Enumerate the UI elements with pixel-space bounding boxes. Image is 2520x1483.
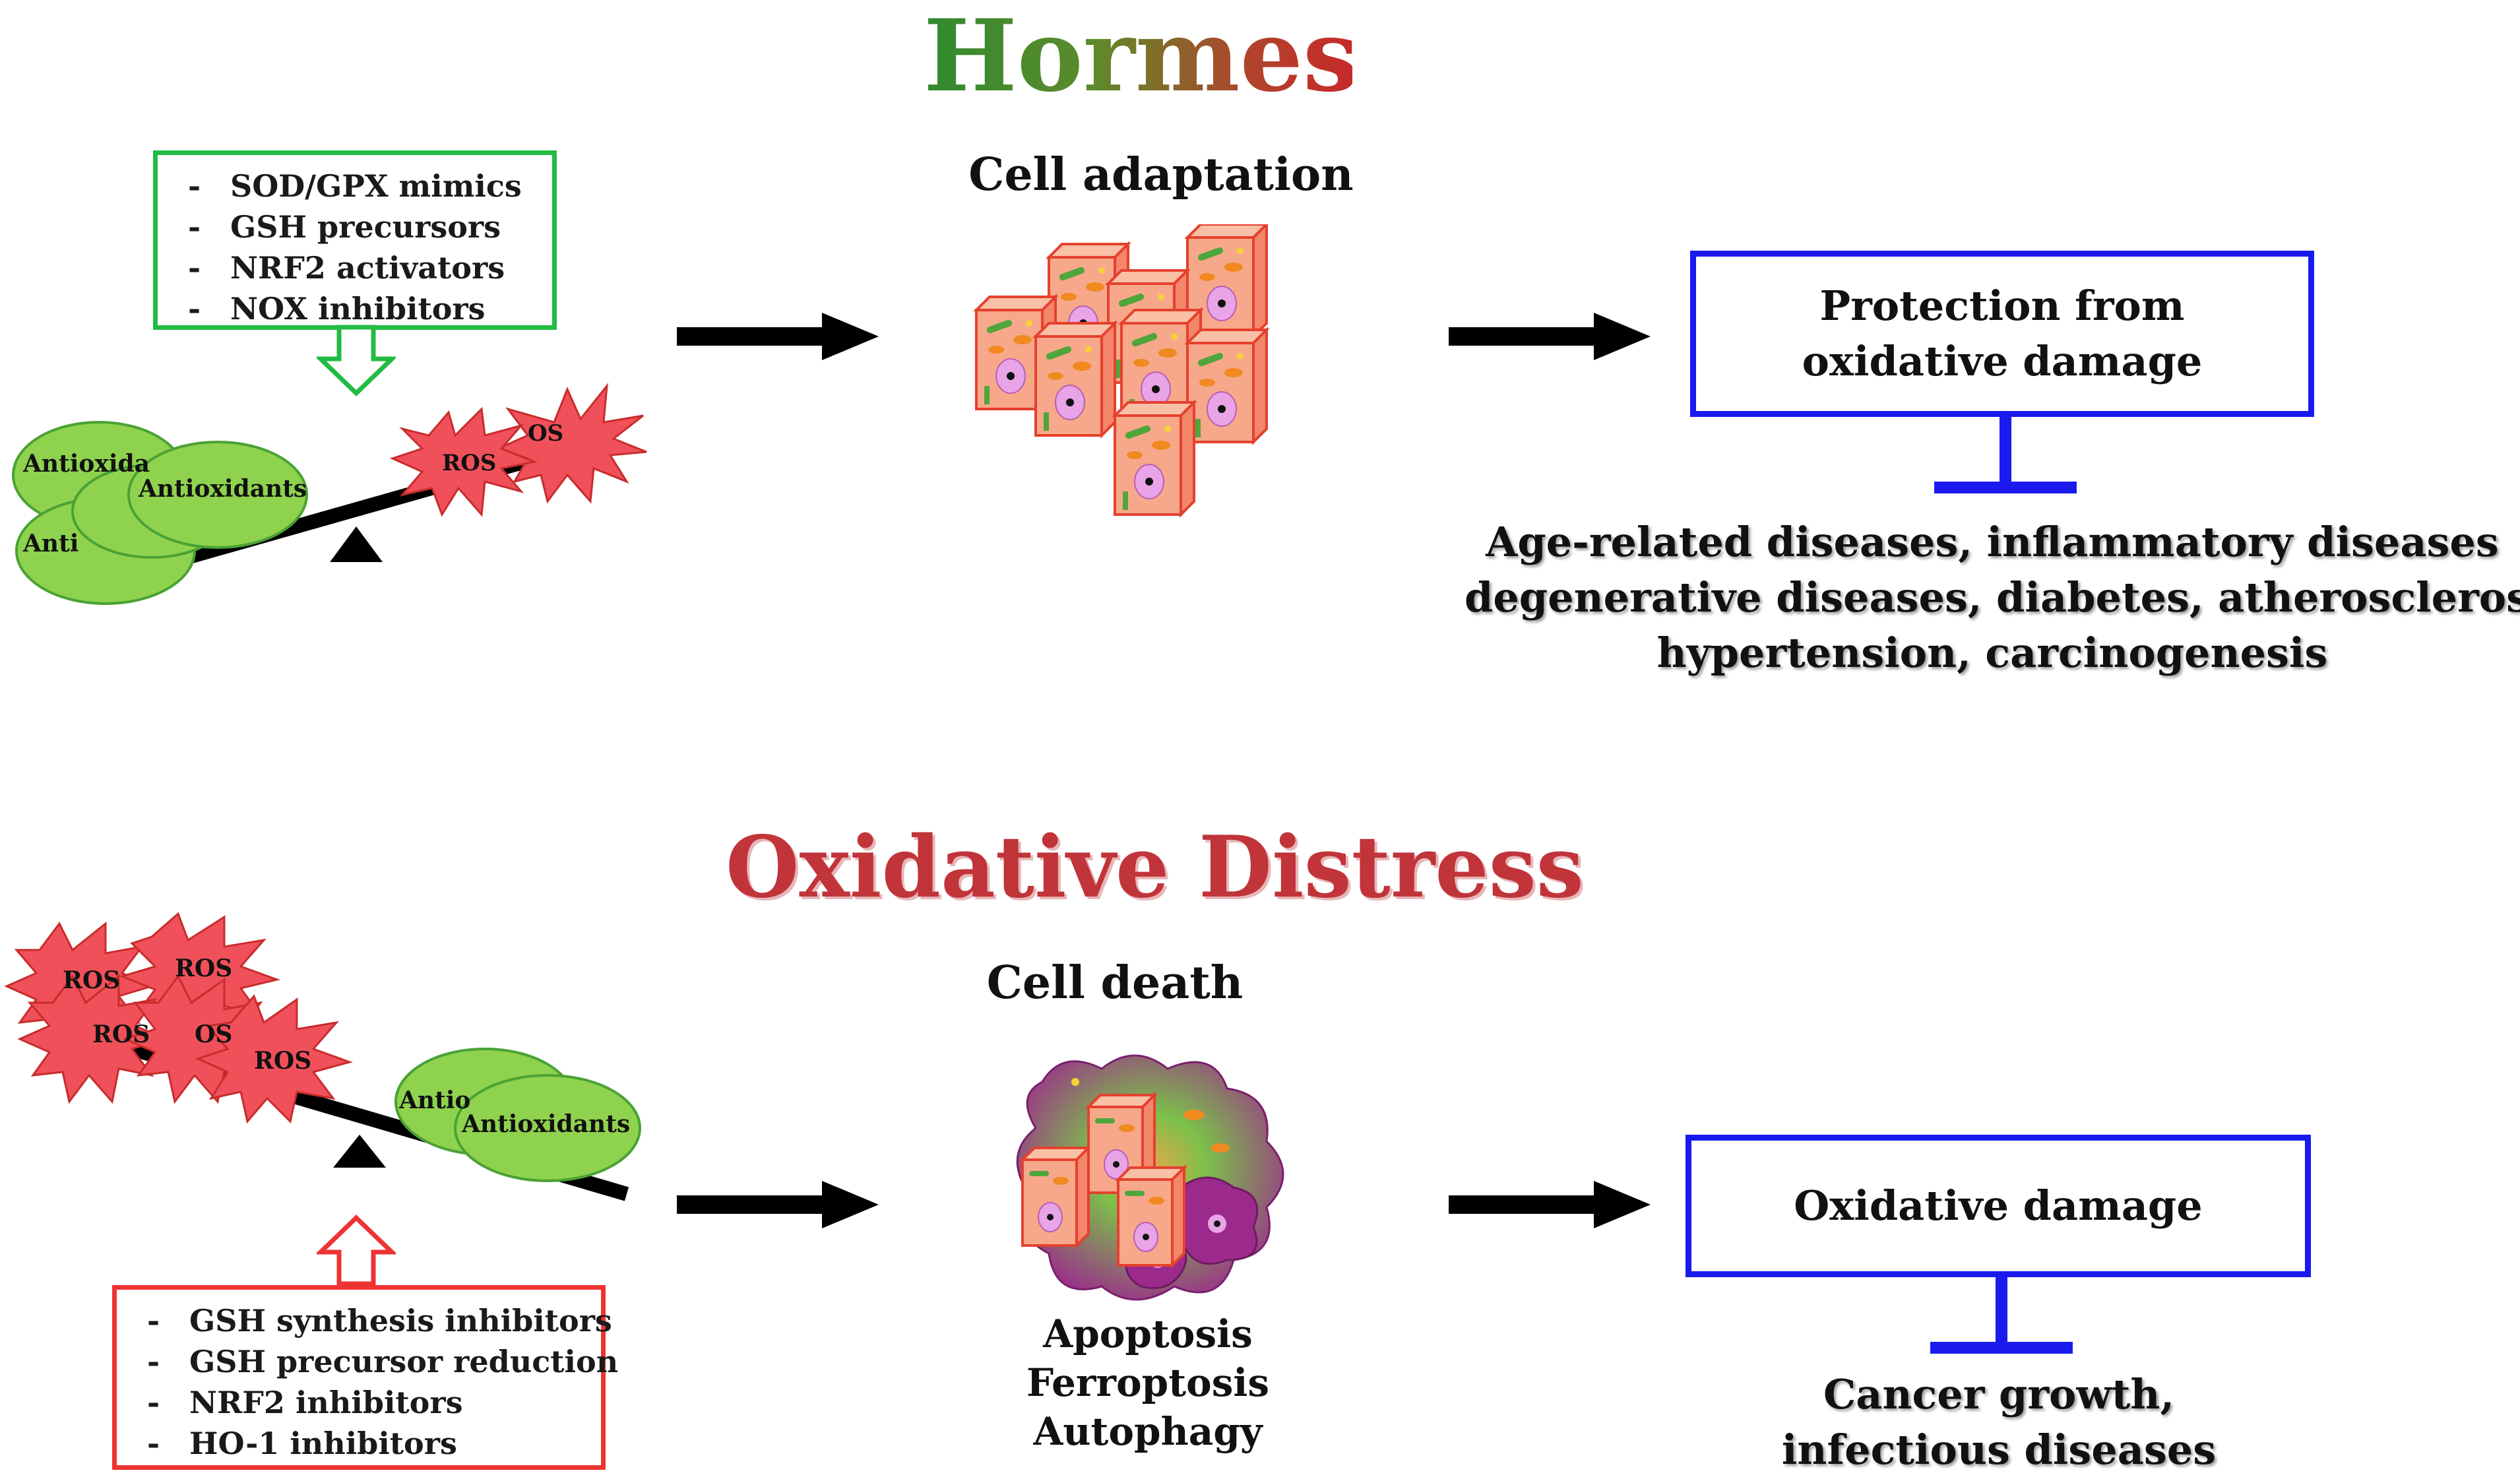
outcome-line: Cancer growth,: [1823, 1370, 2175, 1418]
mechanism-item: Autophagy: [1033, 1409, 1263, 1454]
hormesis-interventions-list: -SOD/GPX mimics -GSH precursors -NRF2 ac…: [188, 166, 552, 329]
outcome-line: hypertension, carcinogenesis: [1656, 629, 2328, 677]
svg-text:OS: OS: [195, 1021, 232, 1048]
protection-box: Protection from oxidative damage: [1690, 251, 2314, 417]
right-arrow-icon: [677, 313, 879, 360]
svg-text:ROS: ROS: [254, 1047, 311, 1075]
svg-text:Antioxida: Antioxida: [22, 450, 150, 478]
list-item: -HO-1 inhibitors: [147, 1426, 457, 1461]
list-item: -NOX inhibitors: [188, 291, 486, 327]
antioxidants-group: Antioxida Anti Antioxidants: [12, 421, 308, 605]
cell-adaptation-label: Cell adaptation: [968, 148, 1354, 201]
hormesis-interventions-box: -SOD/GPX mimics -GSH precursors -NRF2 ac…: [153, 150, 557, 330]
triangle-fulcrum-icon: [330, 526, 383, 562]
ros-group: ROS ROS ROS OS ROS: [4, 912, 353, 1124]
distress-interventions-box: -GSH synthesis inhibitors -GSH precursor…: [112, 1285, 619, 1470]
svg-text:ROS: ROS: [442, 450, 496, 476]
outcome-line: infectious diseases: [1781, 1426, 2217, 1474]
mechanism-item: Ferroptosis: [1026, 1360, 1270, 1405]
oxidative-damage-label: Oxidative damage: [1794, 1182, 2203, 1230]
svg-text:Antioxidants: Antioxidants: [138, 475, 307, 503]
distress-outcome-text: Cancer growth, infectious diseases: [1669, 1367, 2329, 1478]
dying-cells-illustration: [1016, 1054, 1284, 1301]
list-item: -NRF2 inhibitors: [147, 1385, 463, 1420]
distress-interventions-list: -GSH synthesis inhibitors -GSH precursor…: [147, 1300, 619, 1464]
list-item: -NRF2 activators: [188, 250, 505, 286]
svg-text:Anti: Anti: [22, 530, 79, 557]
svg-text:ROS: ROS: [63, 966, 120, 994]
cell-death-label: Cell death: [986, 957, 1244, 1009]
mechanism-item: Apoptosis: [1043, 1311, 1253, 1356]
inhibition-bar-icon: [1930, 1277, 2073, 1354]
hollow-up-arrow-icon: [317, 1215, 396, 1286]
svg-text:Antio: Antio: [398, 1087, 470, 1114]
right-arrow-icon: [677, 1181, 879, 1228]
healthy-cells-illustration: [975, 224, 1268, 516]
inhibition-bar-icon: [1934, 416, 2077, 493]
outcome-line: degenerative diseases, diabetes, atheros…: [1465, 573, 2520, 621]
hollow-down-arrow-icon: [317, 325, 396, 396]
hormesis-balance-scale: Antioxida Anti Antioxidants ROS OS: [12, 383, 647, 605]
svg-text:ROS: ROS: [175, 955, 232, 982]
right-arrow-icon: [1449, 1181, 1651, 1228]
ros-group: ROS OS: [389, 383, 647, 517]
cell-death-mechanisms: Apoptosis Ferroptosis Autophagy: [990, 1309, 1306, 1456]
right-arrow-icon: [1449, 313, 1651, 360]
hormesis-title: Hormesis: [924, 0, 1452, 114]
list-item: -SOD/GPX mimics: [188, 168, 522, 204]
list-item: -GSH precursor reduction: [147, 1344, 619, 1379]
list-item: -GSH synthesis inhibitors: [147, 1303, 612, 1339]
svg-text:OS: OS: [528, 420, 563, 447]
antioxidants-group: Antio Antioxidants: [394, 1048, 641, 1182]
oxidative-distress-title: Oxidative Distress: [726, 818, 1584, 917]
hormesis-outcome-text: Age-related diseases, inflammatory disea…: [1465, 515, 2520, 681]
triangle-fulcrum-icon: [333, 1135, 386, 1168]
svg-text:ROS: ROS: [92, 1021, 150, 1048]
distress-balance-scale: ROS ROS ROS OS ROS Antio Antioxidants: [4, 912, 641, 1201]
list-item: -GSH precursors: [188, 209, 501, 245]
outcome-line: Age-related diseases, inflammatory disea…: [1486, 518, 2499, 566]
protection-line-2: oxidative damage: [1802, 337, 2203, 385]
svg-text:Antioxidants: Antioxidants: [461, 1110, 630, 1138]
protection-line-1: Protection from: [1819, 282, 2185, 330]
oxidative-damage-box: Oxidative damage: [1685, 1135, 2311, 1277]
